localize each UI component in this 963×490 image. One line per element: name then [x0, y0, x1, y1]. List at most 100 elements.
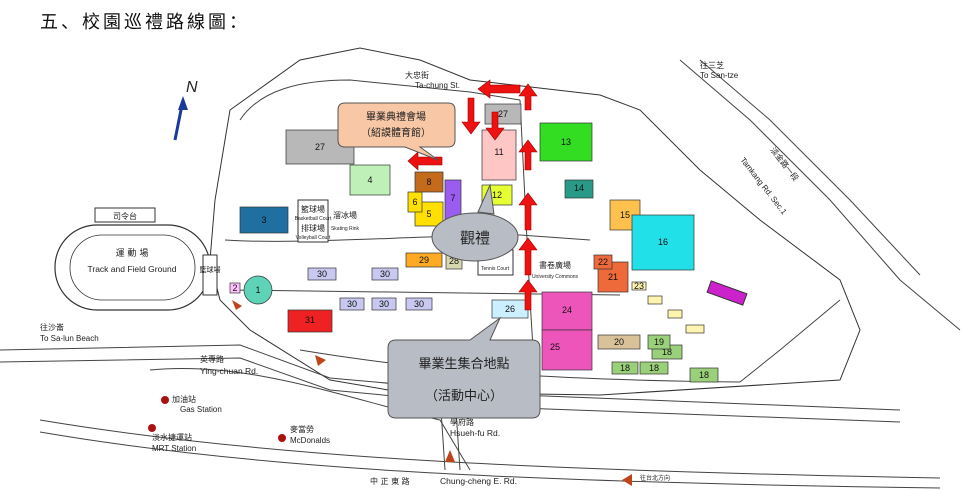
building-4-number: 4 [367, 175, 372, 185]
commons-label-zh: 書卷廣場 [539, 260, 571, 270]
building-18-shape-2[interactable] [689, 367, 719, 383]
skating-label-en: Skating Rink [331, 226, 360, 232]
building-30[interactable]: 30 30 30 30 30 [307, 267, 433, 311]
building-29-shape-0[interactable] [405, 252, 443, 268]
building-31-shape-0[interactable] [287, 309, 333, 333]
building-14-shape-0[interactable] [564, 179, 594, 199]
to-taipei: 往台北方向 [640, 474, 670, 482]
tachung-zh: 大忠街 [405, 70, 429, 80]
baseball-label: 籃球場 [200, 265, 221, 274]
building-8[interactable]: 8 [414, 171, 444, 193]
yingchuan-en: Ying-chuan Rd. [200, 366, 258, 376]
building-26-number: 26 [505, 304, 515, 314]
building-30-shape-2[interactable] [339, 297, 365, 311]
building-29-number: 29 [419, 255, 429, 265]
building-20-shape-0[interactable] [597, 334, 641, 350]
building-31[interactable]: 31 [287, 309, 333, 333]
tennis-label: Tennis Court [481, 266, 510, 272]
gas-zh: 加油站 [172, 394, 196, 404]
building-22[interactable]: 22 [593, 254, 613, 270]
building-11-shape-0[interactable] [481, 129, 517, 181]
gas-en: Gas Station [180, 405, 222, 414]
building-31-number: 31 [305, 315, 315, 325]
building-26[interactable]: 26 [491, 299, 529, 319]
salun-zh: 往沙崙 [40, 322, 64, 332]
building-2-shape-0[interactable] [229, 282, 241, 294]
building-13[interactable]: 13 [539, 122, 593, 162]
building-30-number-5: 30 [414, 299, 424, 309]
building-30-shape-0[interactable] [307, 267, 337, 281]
building-11[interactable]: 11 [481, 129, 517, 181]
hsuehfu-zh: 學府路 [450, 417, 474, 427]
route-arrows [407, 79, 538, 311]
building-23-shape-0[interactable] [631, 281, 647, 291]
building-1[interactable]: 1 [243, 275, 273, 305]
building-18-number: 18 [620, 363, 630, 373]
building-23-shape-3[interactable] [685, 324, 705, 334]
north-label: N [186, 79, 198, 96]
viewing-label: 觀禮 [460, 229, 490, 247]
building-30-number-4: 30 [379, 299, 389, 309]
building-4-shape-0[interactable] [349, 164, 391, 196]
basketball-label-zh: 籃球場 [301, 204, 325, 214]
santze-en: To San-tze [700, 71, 739, 80]
building-13-shape-0[interactable] [539, 122, 593, 162]
building-1-number: 1 [255, 285, 260, 295]
building-6[interactable]: 6 [407, 191, 423, 213]
building-25-shape-0[interactable] [541, 329, 593, 371]
building-22-shape-0[interactable] [593, 254, 613, 270]
santze-zh: 往三芝 [700, 60, 724, 70]
building-12-number: 12 [492, 190, 502, 200]
building-19[interactable]: 19 [647, 334, 671, 350]
building-25-number: 25 [550, 342, 560, 352]
building-4[interactable]: 4 [349, 164, 391, 196]
building-1-shape-0[interactable] [243, 275, 273, 305]
building-3-shape-0[interactable] [239, 206, 289, 234]
building-30-number-2: 30 [380, 269, 390, 279]
building-23-shape-1[interactable] [647, 295, 663, 305]
building-3-number: 3 [261, 215, 266, 225]
building-23-shape-2[interactable] [667, 309, 683, 319]
building-21-number: 21 [608, 272, 618, 282]
building-purple[interactable] [706, 280, 748, 306]
building-20[interactable]: 20 [597, 334, 641, 350]
entry-arrows [232, 300, 632, 486]
kejintai-label: 司令台 [113, 211, 137, 221]
building-3[interactable]: 3 [239, 206, 289, 234]
track-label-en: Track and Field Ground [88, 264, 177, 274]
building-18-shape-0[interactable] [611, 361, 639, 375]
building-30-shape-4[interactable] [405, 297, 433, 311]
building-19-shape-0[interactable] [647, 334, 671, 350]
chungcheng-zh: 中 正 東 路 [370, 476, 410, 486]
building-7[interactable]: 7 [444, 179, 462, 221]
building-24[interactable]: 24 [541, 291, 593, 331]
hsuehfu-en: Hsueh-fu Rd. [450, 428, 500, 438]
building-11-number: 11 [494, 147, 503, 157]
building-30-shape-3[interactable] [371, 297, 397, 311]
chungcheng-en: Chung-cheng E. Rd. [440, 476, 517, 486]
building-13-number: 13 [561, 137, 571, 147]
building-16-number: 16 [658, 237, 668, 247]
building-14[interactable]: 14 [564, 179, 594, 199]
building-25[interactable]: 25 [541, 329, 593, 371]
mcd-marker [278, 434, 286, 442]
tamkang-zh: 淡金路一段 [768, 145, 801, 183]
building-29[interactable]: 29 [405, 252, 443, 268]
building-23[interactable]: 23 [631, 281, 705, 334]
volleyball-label-zh: 排球場 [301, 223, 325, 233]
building-8-number: 8 [426, 177, 431, 187]
building-16-shape-0[interactable] [631, 214, 695, 271]
building-2[interactable]: 2 [229, 282, 241, 294]
building-27-number-2: 27 [498, 109, 508, 119]
building-30-number: 30 [317, 269, 327, 279]
building-18-number-3: 18 [699, 370, 709, 380]
mrt-marker [148, 424, 156, 432]
building-18-shape-1[interactable] [639, 361, 669, 375]
tamkang-road [679, 59, 961, 331]
building-30-shape-1[interactable] [371, 267, 399, 281]
building-16[interactable]: 16 [631, 214, 695, 271]
building-30-number-3: 30 [347, 299, 357, 309]
building-8-shape-0[interactable] [414, 171, 444, 193]
